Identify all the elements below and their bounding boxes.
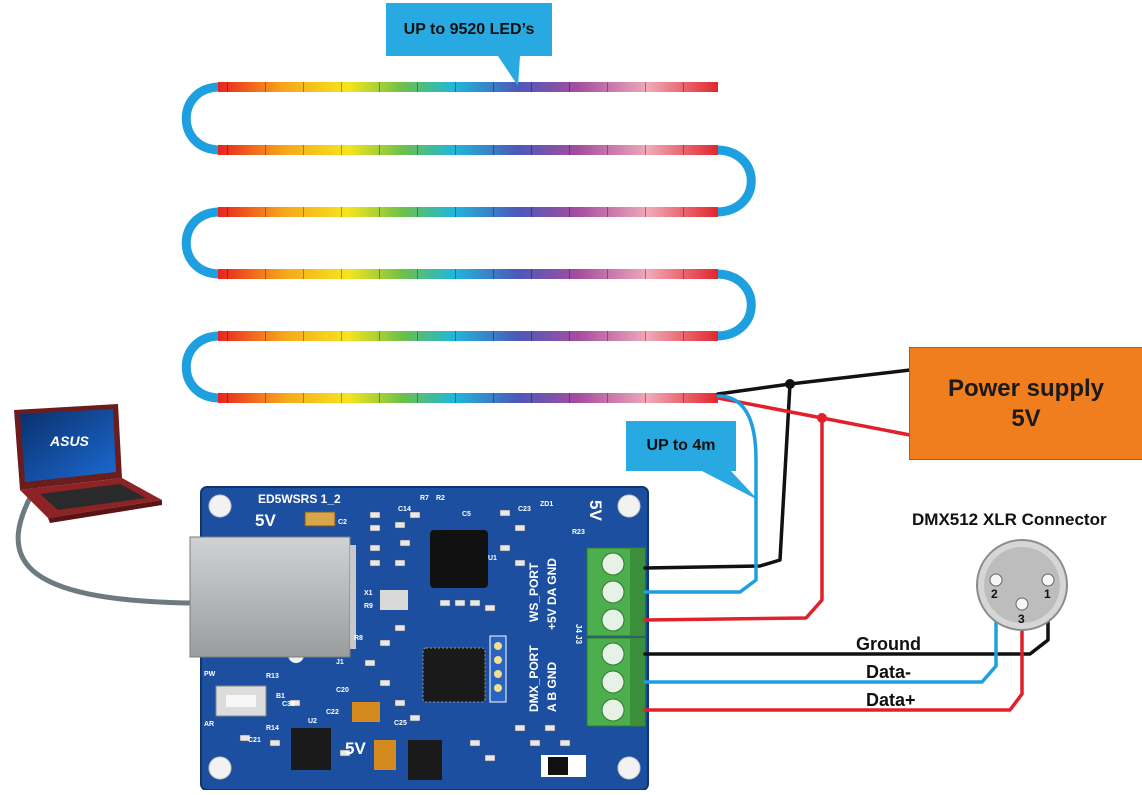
- strip-ground-wire: [716, 368, 912, 396]
- power-supply-line1: Power supply: [947, 374, 1105, 402]
- ground-junction: [785, 379, 795, 389]
- label-c14: C14: [398, 506, 411, 513]
- led-count-callout: UP to 9520 LED’s: [386, 3, 552, 56]
- board-voltage-bottom: 5V: [345, 739, 366, 758]
- strip-data-wire: [643, 394, 758, 594]
- dmx-ground-wire: [643, 608, 1050, 656]
- label-x1: X1: [364, 590, 373, 597]
- led-count-text: UP to 9520 LED’s: [403, 20, 535, 38]
- xlr-connector-title: DMX512 XLR Connector: [912, 510, 1107, 529]
- svg-text:ASUS: ASUS: [49, 433, 90, 449]
- label-c21: C21: [248, 737, 261, 744]
- xlr-connector: 2 3 1: [976, 539, 1068, 631]
- label-r9: R9: [364, 603, 373, 610]
- label-c2: C2: [338, 519, 347, 526]
- label-voltage-right: 5V: [586, 500, 605, 521]
- driver-chip: [422, 647, 486, 703]
- label-c38: C38: [282, 701, 295, 708]
- label-r8: R8: [354, 635, 363, 642]
- led-strips: [218, 82, 718, 403]
- label-j4j3: J4 J3: [574, 624, 583, 645]
- label-u1: U1: [488, 555, 497, 562]
- microcontroller-chip: [430, 530, 488, 588]
- controller-board: ED5WSRS 1_2 5V 5V R7 R2 C14 C2 C5 ZD1 C2…: [189, 486, 649, 791]
- xlr-pin-3: 3: [1018, 612, 1025, 626]
- led-callout-pointer: [498, 56, 520, 86]
- label-r7: R7: [420, 495, 429, 502]
- label-u2: U2: [308, 718, 317, 725]
- dmx-terminal-block: [586, 637, 646, 727]
- label-c25: C25: [394, 720, 407, 727]
- label-zd1: ZD1: [540, 501, 553, 508]
- label-c22: C22: [326, 709, 339, 716]
- power-supply-line2: 5V: [1011, 404, 1041, 432]
- label-r13: R13: [266, 673, 279, 680]
- length-callout: UP to 4m: [626, 421, 736, 471]
- strip-5v-wire: [716, 396, 912, 437]
- data-plus-wire-label: Data+: [866, 690, 916, 710]
- strip-loop-cable: [181, 82, 756, 403]
- ws-port-label: WS_PORT: [527, 562, 541, 622]
- label-c5: C5: [462, 511, 471, 518]
- board-ground-wire: [643, 382, 792, 570]
- power-junction: [817, 413, 827, 423]
- xlr-pin-1: 1: [1044, 587, 1051, 601]
- ground-wire-label: Ground: [856, 634, 921, 654]
- network-jack: [189, 536, 351, 658]
- power-supply-box: Power supply 5V: [909, 347, 1142, 460]
- label-pw: PW: [204, 671, 216, 678]
- label-r14: R14: [266, 725, 279, 732]
- label-b1: B1: [276, 693, 285, 700]
- data-minus-wire-label: Data-: [866, 662, 912, 682]
- label-r2: R2: [436, 495, 445, 502]
- xlr-pin-2: 2: [991, 587, 998, 601]
- board-5v-wire: [643, 416, 824, 622]
- length-callout-pointer: [700, 470, 758, 500]
- label-j1: J1: [336, 659, 344, 666]
- dmx-port-pins: A B GND: [545, 661, 559, 712]
- label-c20: C20: [336, 687, 349, 694]
- ws-port-pins: +5V DA GND: [545, 558, 559, 630]
- label-ar: AR: [204, 721, 214, 728]
- laptop-illustration: ASUS: [14, 404, 162, 523]
- ws-terminal-block: [586, 547, 646, 637]
- board-name: ED5WSRS 1_2: [258, 492, 341, 506]
- label-c23: C23: [518, 506, 531, 513]
- dmx-port-label: DMX_PORT: [527, 645, 541, 712]
- length-text: UP to 4m: [646, 437, 716, 454]
- label-r23: R23: [572, 529, 585, 536]
- board-voltage-top: 5V: [255, 511, 276, 530]
- dmx-data-plus-wire: [643, 610, 1024, 712]
- laptop-cable: [15, 478, 191, 606]
- dmx-data-minus-wire: [643, 602, 998, 684]
